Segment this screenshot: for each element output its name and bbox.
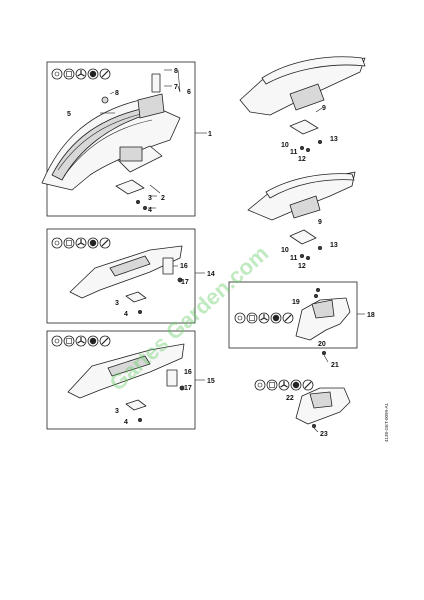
callout-15: 15 <box>207 378 215 385</box>
callout-23: 23 <box>320 431 328 438</box>
callout-17: 17 <box>184 385 192 392</box>
guard-assembly-top-right: 9 10 11 12 13 <box>239 56 366 163</box>
callout-6: 6 <box>187 89 191 96</box>
callout-10: 10 <box>281 247 289 254</box>
callout-8: 8 <box>115 90 119 97</box>
tool-icons-group <box>51 335 111 347</box>
callout-4: 4 <box>124 419 128 426</box>
assembly-box-14: 14 16 17 3 4 <box>46 228 215 324</box>
callout-22: 22 <box>286 395 294 402</box>
callout-18: 18 <box>367 312 375 319</box>
callout-13: 13 <box>330 242 338 249</box>
callout-21: 21 <box>331 362 339 369</box>
callout-11: 11 <box>290 255 298 262</box>
callout-3: 3 <box>115 408 119 415</box>
tool-icons-row <box>234 312 294 324</box>
drawing-code: 4138-GET-0099-A1 <box>384 402 389 442</box>
callout-11: 11 <box>290 149 298 156</box>
guard-assembly-middle-right: 9 10 11 12 13 <box>247 171 356 270</box>
callout-3: 3 <box>148 195 152 202</box>
tool-icons-row <box>51 237 111 249</box>
callout-12: 12 <box>298 156 306 163</box>
tool-icons-group <box>234 312 294 324</box>
callout-14: 14 <box>207 271 215 278</box>
callout-3: 3 <box>115 300 119 307</box>
callout-1: 1 <box>208 131 212 138</box>
guard-assembly-bottom-right: 22 23 <box>254 379 351 438</box>
callout-13: 13 <box>330 136 338 143</box>
tool-icons-group <box>254 379 314 391</box>
tool-icons-group <box>51 68 111 80</box>
callout-4: 4 <box>148 207 152 214</box>
callout-5: 5 <box>67 111 71 118</box>
tool-icons-row <box>254 379 314 391</box>
callout-9: 9 <box>318 219 322 226</box>
callout-16: 16 <box>180 263 188 270</box>
callout-7: 7 <box>174 84 178 91</box>
callout-9: 9 <box>322 105 326 112</box>
callout-20: 20 <box>318 341 326 348</box>
callout-8-upper: 8 <box>174 68 178 75</box>
callout-10: 10 <box>281 142 289 149</box>
assembly-box-18: 18 19 20 21 <box>228 281 375 369</box>
callout-4: 4 <box>124 311 128 318</box>
assembly-box-1: 1 2 3 4 5 6 7 8 8 <box>41 61 212 217</box>
tool-icons-row <box>51 68 111 80</box>
callout-16: 16 <box>184 369 192 376</box>
tool-icons-group <box>51 237 111 249</box>
callout-17: 17 <box>181 279 189 286</box>
tool-icons-row <box>51 335 111 347</box>
callout-2: 2 <box>161 195 165 202</box>
assembly-box-15: 15 16 17 3 4 <box>46 330 215 430</box>
callout-12: 12 <box>298 263 306 270</box>
callout-19: 19 <box>292 299 300 306</box>
